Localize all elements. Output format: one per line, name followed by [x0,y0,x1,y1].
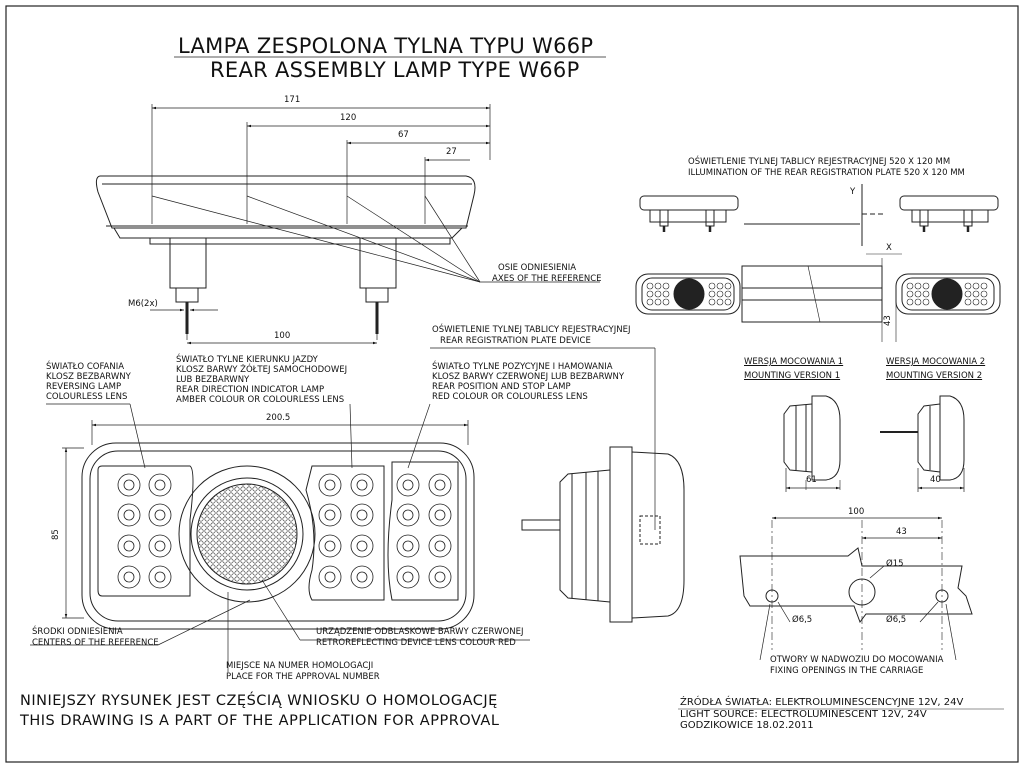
label-plate-top-pl: OŚWIETLENIE TYLNEJ TABLICY REJESTRACYJNE… [688,157,951,167]
led-grid [117,473,452,589]
dim-67: 67 [398,130,409,140]
mounting-dims [785,468,965,492]
label-mount1-pl: WERSJA MOCOWANIA 1 [744,357,844,367]
title-pl: LAMPA ZESPOLONA TYLNA TYPU W66P [178,34,594,58]
dim-40: 40 [930,475,941,485]
dim-100-top: 100 [274,331,291,341]
dim-85: 85 [51,529,61,540]
label-approval-pl: MIEJSCE NA NUMER HOMOLOGACJI [226,661,374,671]
label-plate-device-en: REAR REGISTRATION PLATE DEVICE [440,336,591,346]
top-dimensions [150,104,600,345]
mounting-versions [783,395,965,490]
dim-phi6-5-left: Ø6,5 [792,615,813,625]
label-openings-en: FIXING OPENINGS IN THE CARRIAGE [770,666,924,676]
small-lamp-leds [646,282,988,306]
label-plate-top-en: ILLUMINATION OF THE REAR REGISTRATION PL… [688,168,965,178]
label-approval-en: PLACE FOR THE APPROVAL NUMBER [226,672,380,682]
label-mount2-en: MOUNTING VERSION 2 [886,371,983,381]
label-reversing-1: ŚWIATŁO COFANIA [46,362,125,372]
footer-statement-en: THIS DRAWING IS A PART OF THE APPLICATIO… [20,713,500,729]
fixing-openings [739,520,973,650]
dim-200-5: 200.5 [266,413,291,423]
label-axes-en: AXES OF THE REFERENCE [492,274,602,284]
place-date: GODZIKOWICE 18.02.2011 [680,720,814,731]
label-reversing-3: REVERSING LAMP [46,382,122,392]
label-indicator-2: KLOSZ BARWY ŻÓŁTEJ SAMOCHODOWEJ [176,365,348,375]
label-indicator-3: LUB BEZBARWNY [176,375,250,385]
dim-43-plate: 43 [883,315,893,326]
label-plate-device-pl: OŚWIETLENIE TYLNEJ TABLICY REJESTRACYJNE… [432,325,631,335]
front-dimensions [30,347,656,672]
dim-27: 27 [446,147,457,157]
label-retro-en: RETROREFLECTING DEVICE LENS COLOUR RED [316,638,516,648]
light-source-en: LIGHT SOURCE: ELECTROLUMINESCENT 12V, 24… [680,709,927,720]
plate-illumination-views [635,184,1001,342]
label-openings-pl: OTWORY W NADWOZIU DO MOCOWANIA [770,655,944,665]
label-indicator-4: REAR DIRECTION INDICATOR LAMP [176,385,325,395]
dim-phi15: Ø15 [886,559,904,569]
dim-x: X [886,243,892,253]
light-source-pl: ŹRÓDŁA ŚWIATŁA: ELEKTROLUMINESCENCYJNE 1… [680,697,964,708]
label-reversing-2: KLOSZ BEZBARWNY [46,372,131,382]
sheet-border [5,5,1019,763]
label-indicator-5: AMBER COLOUR OR COLOURLESS LENS [176,395,345,405]
dim-43-holes: 43 [896,527,907,537]
footer-statement-pl: NINIEJSZY RYSUNEK JEST CZĘŚCIĄ WNIOSKU O… [20,693,498,709]
label-position-2: KLOSZ BARWY CZERWONEJ LUB BEZBARWNY [432,372,625,382]
label-reversing-4: COLOURLESS LENS [46,392,128,402]
dim-m6: M6(2x) [128,299,158,309]
dim-61: 61 [806,475,817,485]
side-profile-view [521,446,685,623]
label-mount2-pl: WERSJA MOCOWANIA 2 [886,357,986,367]
label-position-4: RED COLOUR OR COLOURLESS LENS [432,392,588,402]
dim-120: 120 [340,113,357,123]
dim-100-holes: 100 [848,507,865,517]
label-retro-pl: URZĄDZENIE ODBLASKOWE BARWY CZERWONEJ [316,627,524,637]
openings-dims [759,516,957,661]
label-position-3: REAR POSITION AND STOP LAMP [432,382,571,392]
dim-171: 171 [284,95,301,105]
title-en: REAR ASSEMBLY LAMP TYPE W66P [210,58,580,82]
dim-phi6-5-right: Ø6,5 [886,615,907,625]
label-indicator-1: ŚWIATŁO TYLNE KIERUNKU JAZDY [176,355,318,365]
dim-y: Y [850,187,856,197]
label-centers-pl: ŚRODKI ODNIESIENIA [32,627,123,637]
label-position-1: ŚWIATŁO TYLNE POZYCYJNE I HAMOWANIA [432,362,613,372]
label-axes-pl: OSIE ODNIESIENIA [498,263,577,273]
label-centers-en: CENTERS OF THE REFERENCE [32,638,159,648]
label-mount1-en: MOUNTING VERSION 1 [744,371,841,381]
front-view [81,442,475,630]
